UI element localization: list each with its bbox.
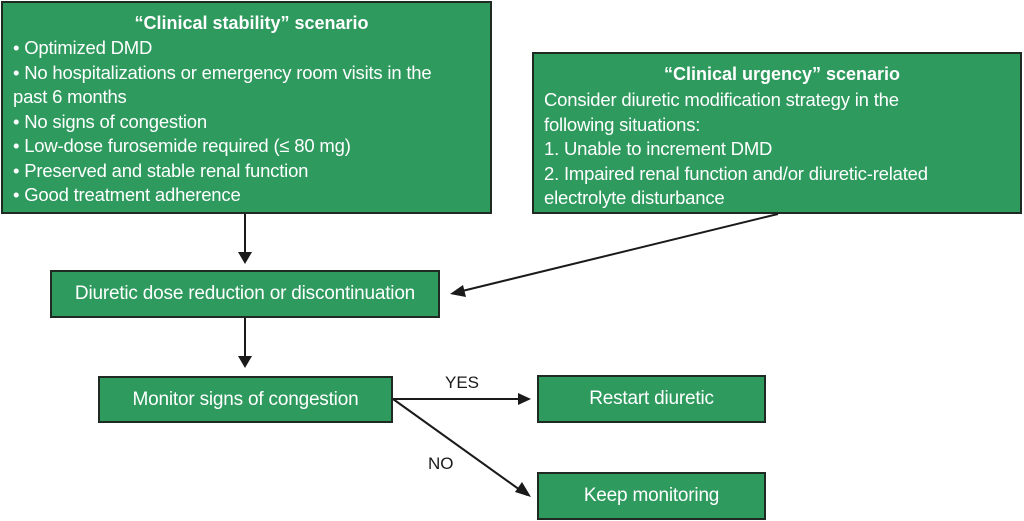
keep-monitoring-box: Keep monitoring [537, 472, 766, 520]
urgency-line: electrolyte disturbance [544, 187, 725, 208]
arrowhead-down [238, 252, 252, 264]
yes-edge-label: YES [445, 373, 480, 392]
arrow-urgency-to-reduction [453, 213, 779, 294]
arrowhead-diagonal [515, 482, 531, 497]
clinical-stability-title: “Clinical stability” scenario [134, 13, 369, 33]
clinical-urgency-criteria: Consider diuretic modification strategy … [544, 88, 1020, 211]
keep-monitoring-label: Keep monitoring [583, 485, 720, 506]
diuretic-reduction-label: Diuretic dose reduction or discontinuati… [74, 283, 416, 304]
criteria-line: • Optimized DMD [13, 37, 153, 58]
criteria-line: past 6 months [13, 86, 127, 107]
urgency-line: 2. Impaired renal function and/or diuret… [544, 162, 928, 184]
urgency-line: Consider diuretic modification strategy … [544, 89, 899, 110]
clinical-stability-box: “Clinical stability” scenario • Optimize… [1, 1, 492, 214]
clinical-stability-criteria: • Optimized DMD • No hospitalizations or… [13, 36, 490, 208]
arrowhead-right [518, 393, 531, 405]
diuretic-reduction-box: Diuretic dose reduction or discontinuati… [50, 270, 440, 318]
clinical-urgency-box: “Clinical urgency” scenario Consider diu… [532, 52, 1022, 214]
criteria-line: • Low-dose furosemide required (≤ 80 mg) [13, 135, 351, 156]
arrowhead-down [238, 356, 252, 368]
criteria-line: • Preserved and stable renal function [13, 159, 309, 181]
criteria-line: • Good treatment adherence [13, 184, 241, 205]
restart-diuretic-box: Restart diuretic [537, 375, 766, 423]
criteria-line: • No signs of congestion [13, 110, 207, 132]
monitor-congestion-label: Monitor signs of congestion [132, 388, 359, 410]
urgency-line: 1. Unable to increment DMD [544, 138, 773, 159]
no-edge-label: NO [428, 454, 454, 473]
monitor-congestion-box: Monitor signs of congestion [98, 376, 393, 423]
criteria-line: • No hospitalizations or emergency room … [13, 61, 432, 83]
urgency-line: following situations: [544, 113, 701, 135]
arrowhead-left [450, 285, 466, 297]
arrow-monitor-to-keep [392, 398, 528, 496]
clinical-urgency-title: “Clinical urgency” scenario [663, 64, 901, 84]
restart-diuretic-label: Restart diuretic [589, 388, 714, 409]
